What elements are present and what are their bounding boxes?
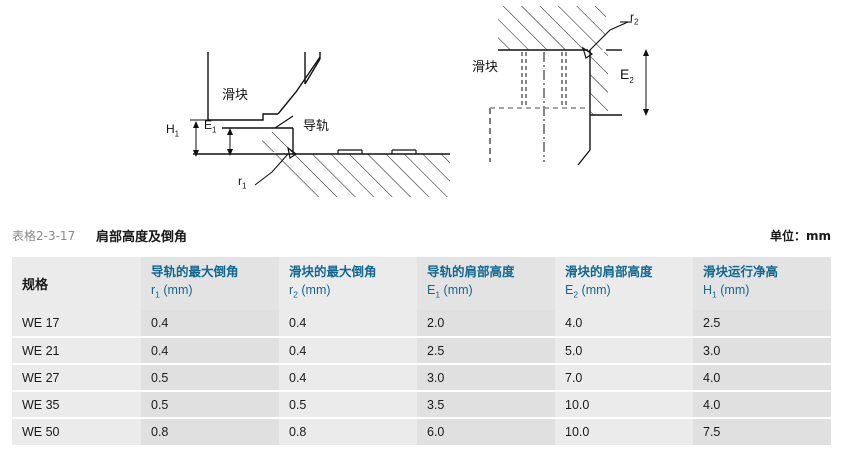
table-row: WE 17 0.4 0.4 2.0 4.0 2.5 [12, 310, 831, 338]
cell-e2: 4.0 [555, 310, 693, 338]
table-head: 规格 导轨的最大倒角 r1 (mm) 滑块的最大倒角 r2 (mm) 导轨的肩部… [12, 257, 831, 310]
table-row: WE 50 0.8 0.8 6.0 10.0 7.5 [12, 418, 831, 445]
dimension-label-e2: E2 [620, 66, 634, 85]
cell-spec: WE 35 [12, 391, 141, 419]
rail-section-drawing [190, 52, 450, 197]
col-header-r2-symbol: r2 (mm) [289, 283, 331, 300]
caption-number: 表格2-3-17 [12, 229, 76, 243]
cell-r2: 0.4 [279, 337, 417, 365]
block-shoulder-end-view: 滑块 r2 E2 [460, 0, 690, 166]
figure-area: 滑块 导轨 H1 E1 r1 [0, 0, 843, 212]
cell-e1: 3.0 [417, 364, 555, 392]
caption-unit-value: mm [805, 229, 831, 243]
cell-spec: WE 21 [12, 337, 141, 365]
col-header-r2-title: 滑块的最大倒角 [289, 264, 377, 280]
cell-r1: 0.5 [141, 391, 279, 419]
table-caption: 表格2-3-17 肩部高度及倒角 单位：mm [12, 224, 831, 246]
rail-shoulder-section-view: 滑块 导轨 H1 E1 r1 [160, 2, 460, 210]
cell-r1: 0.5 [141, 364, 279, 392]
header-row: 规格 导轨的最大倒角 r1 (mm) 滑块的最大倒角 r2 (mm) 导轨的肩部… [12, 257, 831, 310]
cell-r2: 0.4 [279, 310, 417, 338]
cell-e1: 3.5 [417, 391, 555, 419]
cell-h1: 7.5 [693, 418, 831, 445]
cell-r1: 0.4 [141, 337, 279, 365]
dimension-label-r2: r2 [630, 10, 639, 27]
dimension-label-e1: E1 [204, 118, 217, 135]
cell-e2: 5.0 [555, 337, 693, 365]
figure-right-label-slider: 滑块 [472, 60, 499, 75]
cell-r2: 0.4 [279, 364, 417, 392]
col-header-r2: 滑块的最大倒角 r2 (mm) [279, 257, 417, 310]
cell-h1: 4.0 [693, 364, 831, 392]
shoulder-height-chamfer-table: 规格 导轨的最大倒角 r1 (mm) 滑块的最大倒角 r2 (mm) 导轨的肩部… [12, 257, 831, 445]
cell-h1: 4.0 [693, 391, 831, 419]
col-header-e2-title: 滑块的肩部高度 [565, 264, 653, 280]
col-header-spec: 规格 [12, 257, 141, 310]
cell-e1: 6.0 [417, 418, 555, 445]
caption-unit-label: 单位： [769, 229, 806, 243]
dimension-label-h1: H1 [166, 122, 180, 139]
cell-spec: WE 50 [12, 418, 141, 445]
block-end-drawing [489, 6, 649, 166]
col-header-r1-symbol: r1 (mm) [151, 283, 193, 300]
cell-e2: 10.0 [555, 418, 693, 445]
col-header-e2: 滑块的肩部高度 E2 (mm) [555, 257, 693, 310]
cell-h1: 2.5 [693, 310, 831, 338]
col-header-h1-title: 滑块运行净高 [703, 264, 779, 280]
cell-r1: 0.8 [141, 418, 279, 445]
cell-spec: WE 17 [12, 310, 141, 338]
col-header-r1: 导轨的最大倒角 r1 (mm) [141, 257, 279, 310]
cell-h1: 3.0 [693, 337, 831, 365]
col-header-h1: 滑块运行净高 H1 (mm) [693, 257, 831, 310]
col-header-h1-symbol: H1 (mm) [703, 283, 750, 300]
caption-unit: 单位：mm [770, 227, 831, 244]
col-header-e2-symbol: E2 (mm) [565, 283, 611, 300]
table-row: WE 21 0.4 0.4 2.5 5.0 3.0 [12, 337, 831, 365]
col-header-e1-symbol: E1 (mm) [427, 283, 473, 300]
cell-e2: 10.0 [555, 391, 693, 419]
col-header-r1-title: 导轨的最大倒角 [151, 264, 239, 280]
table-body: WE 17 0.4 0.4 2.0 4.0 2.5 WE 21 0.4 0.4 … [12, 310, 831, 445]
data-table: 规格 导轨的最大倒角 r1 (mm) 滑块的最大倒角 r2 (mm) 导轨的肩部… [12, 257, 831, 445]
dimension-label-r1: r1 [238, 174, 247, 191]
cell-e2: 7.0 [555, 364, 693, 392]
col-header-spec-label: 规格 [22, 277, 49, 293]
cell-r2: 0.8 [279, 418, 417, 445]
table-row: WE 35 0.5 0.5 3.5 10.0 4.0 [12, 391, 831, 419]
cell-r2: 0.5 [279, 391, 417, 419]
table-row: WE 27 0.5 0.4 3.0 7.0 4.0 [12, 364, 831, 392]
cell-r1: 0.4 [141, 310, 279, 338]
caption-title: 肩部高度及倒角 [96, 230, 188, 245]
cell-e1: 2.5 [417, 337, 555, 365]
figure-left-label-rail: 导轨 [303, 119, 330, 134]
cell-e1: 2.0 [417, 310, 555, 338]
col-header-e1-title: 导轨的肩部高度 [427, 264, 515, 280]
col-header-e1: 导轨的肩部高度 E1 (mm) [417, 257, 555, 310]
figure-left-label-slider: 滑块 [222, 88, 249, 103]
cell-spec: WE 27 [12, 364, 141, 392]
